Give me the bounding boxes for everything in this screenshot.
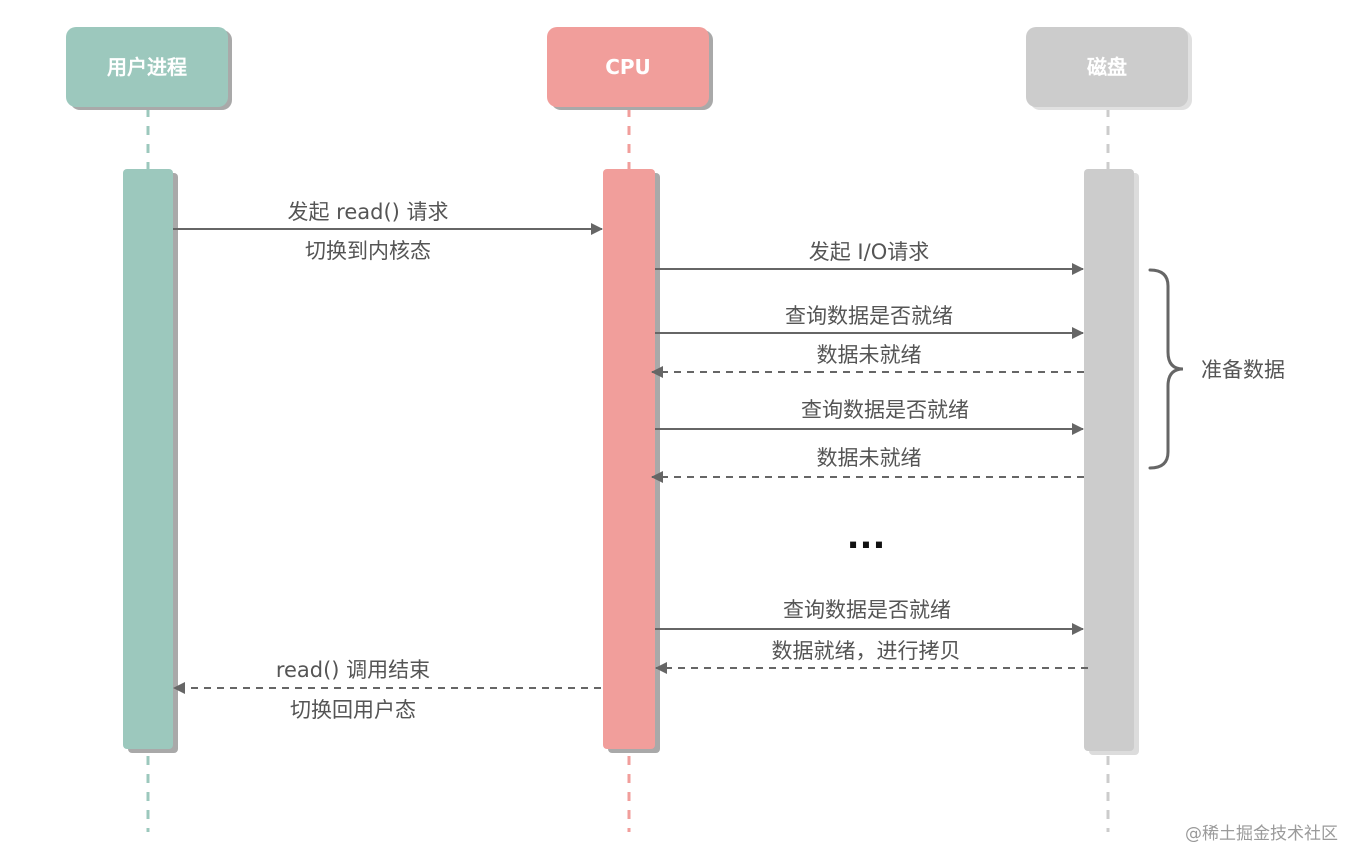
curly-brace: [1148, 268, 1184, 470]
disk-header-label: 磁盘: [1087, 55, 1127, 79]
disk-activation-bar: [1084, 169, 1139, 755]
ellipsis-text: ...: [847, 517, 886, 557]
cpu-activation-bar: [603, 169, 660, 753]
message-label-query-1: 查询数据是否就绪: [785, 304, 953, 328]
user-header-label: 用户进程: [107, 55, 187, 79]
message-sublabel-kernel-mode: 切换到内核态: [305, 239, 431, 263]
message-label-read-end: read() 调用结束: [276, 658, 430, 682]
message-label-data-ready: 数据就绪，进行拷贝: [772, 639, 961, 663]
cpu-header: CPU: [547, 27, 713, 110]
message-label-not-ready-2: 数据未就绪: [817, 446, 922, 470]
user-activation-bar: [123, 169, 178, 753]
message-sublabel-user-mode: 切换回用户态: [290, 698, 416, 722]
cpu-header-label: CPU: [605, 55, 651, 79]
message-label-read-request: 发起 read() 请求: [287, 200, 448, 224]
message-label-io-request: 发起 I/O请求: [809, 240, 929, 264]
message-label-query-2: 查询数据是否就绪: [801, 398, 969, 422]
message-label-not-ready-1: 数据未就绪: [817, 343, 922, 367]
watermark-text: @稀土掘金技术社区: [1185, 824, 1338, 844]
disk-header: 磁盘: [1026, 27, 1192, 110]
message-label-query-3: 查询数据是否就绪: [783, 598, 951, 622]
brace-label: 准备数据: [1201, 358, 1285, 382]
user-header: 用户进程: [66, 27, 232, 110]
